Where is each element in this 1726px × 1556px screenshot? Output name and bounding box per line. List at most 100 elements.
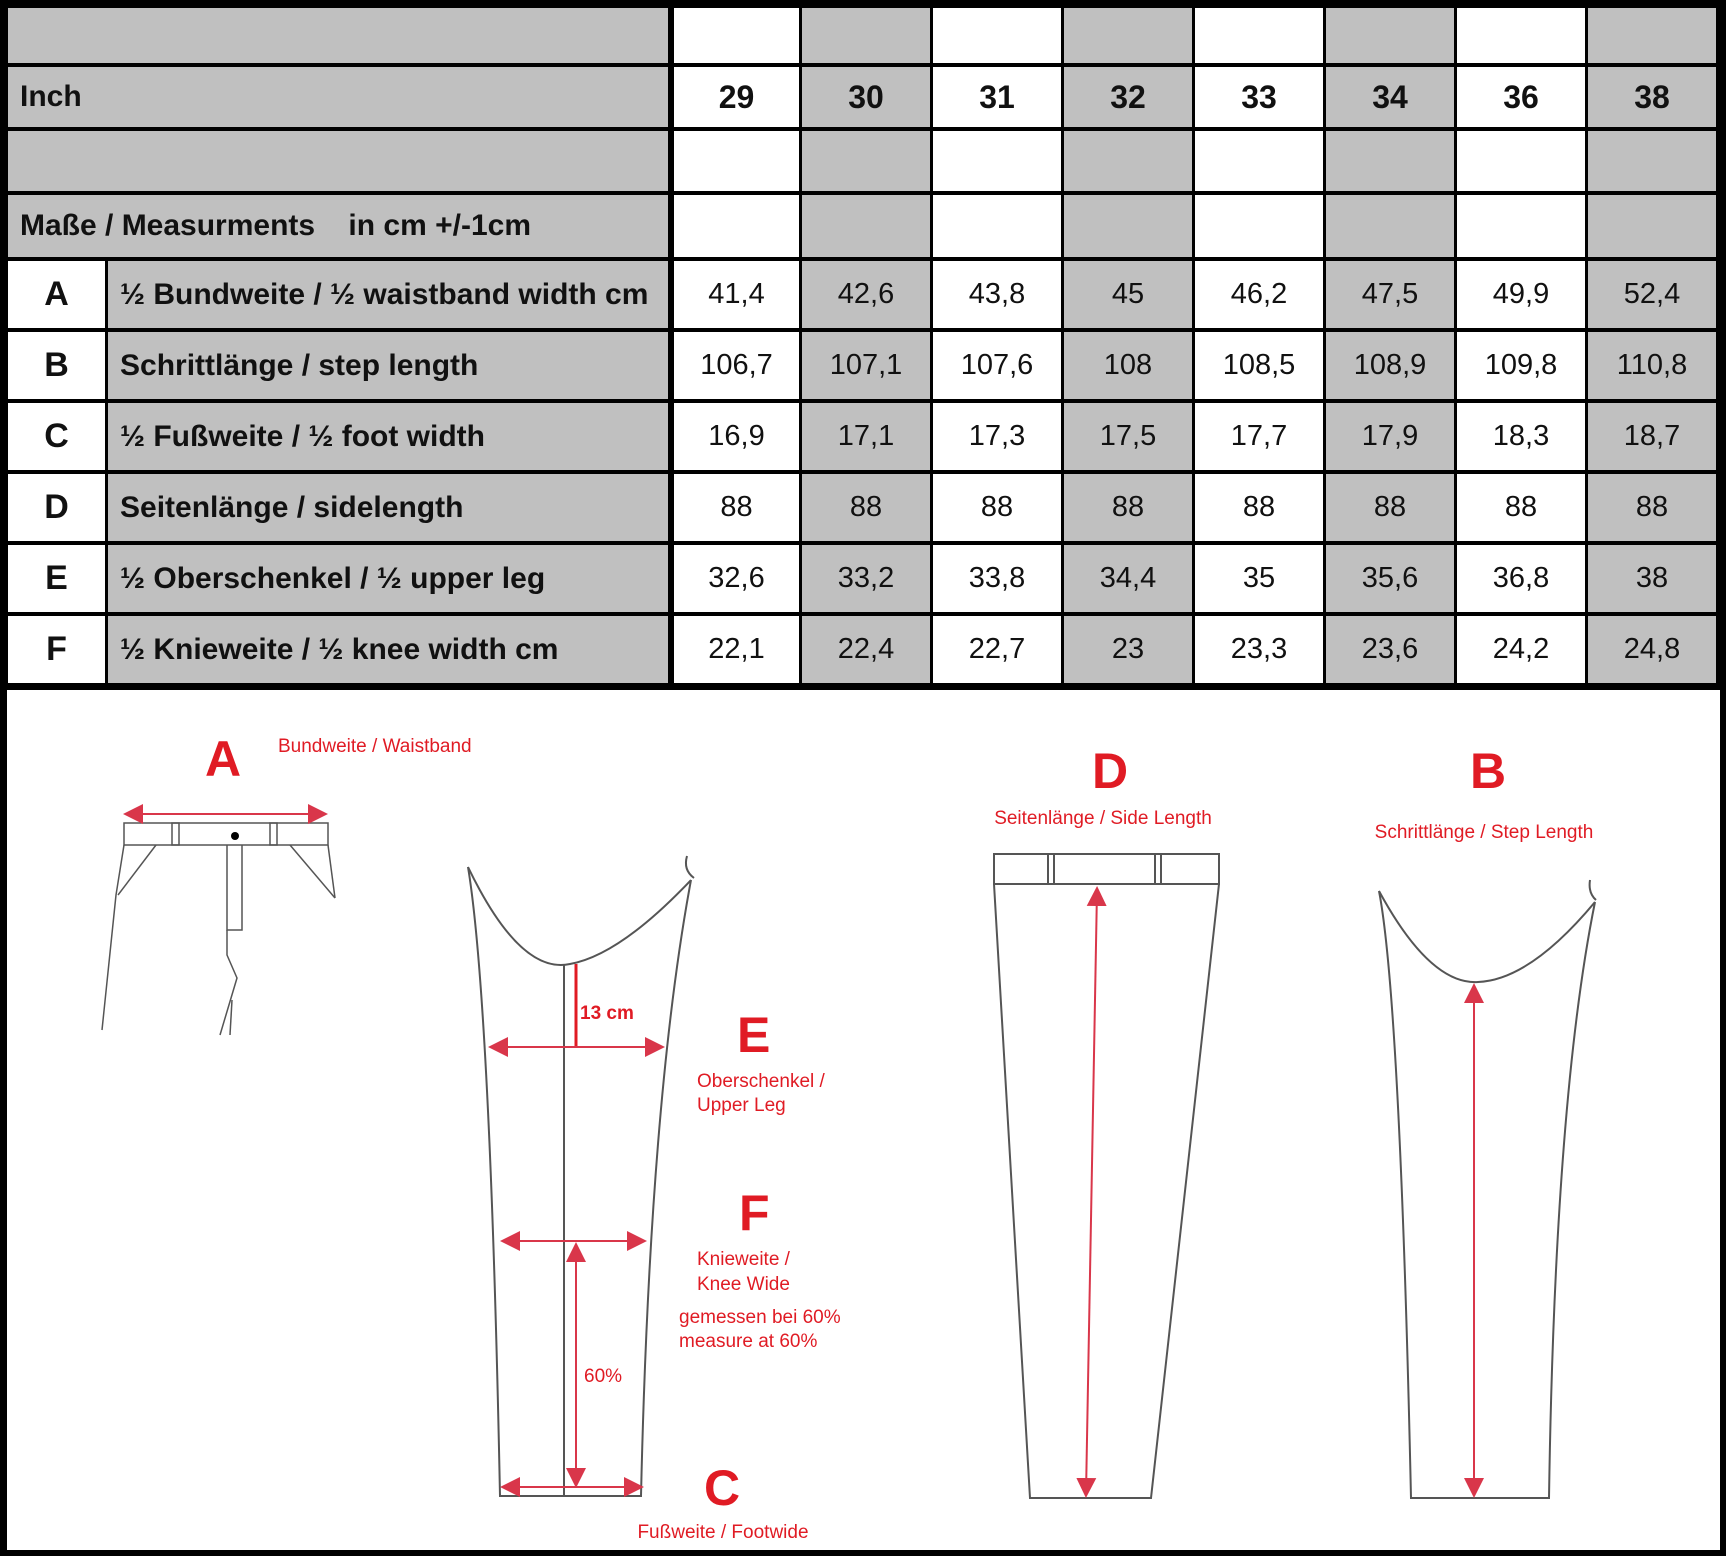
measurement-value: 52,4	[1588, 261, 1716, 328]
measurement-value: 88	[1195, 474, 1323, 541]
header-spacer-label	[8, 131, 668, 191]
upper-leg-label-1: Oberschenkel /	[697, 1071, 826, 1092]
measurement-diagram: A Bundweite / Waistband 13 cm 60% E Ober…	[7, 690, 1720, 1550]
measurement-value: 17,9	[1326, 403, 1454, 470]
measurement-value: 107,6	[933, 332, 1061, 399]
header-spacer-cell	[1326, 8, 1454, 63]
row-label: ½ Oberschenkel / ½ upper leg	[108, 545, 668, 612]
row-letter: D	[8, 474, 105, 541]
header-spacer-cell	[674, 195, 799, 257]
header-spacer-cell	[1588, 195, 1716, 257]
size-header-36: 36	[1457, 67, 1585, 127]
measurement-value: 17,1	[802, 403, 930, 470]
row-letter: E	[8, 545, 105, 612]
header-spacer-cell	[1195, 8, 1323, 63]
leg-sketch-side	[993, 853, 1220, 1499]
measurement-value: 106,7	[674, 332, 799, 399]
header-spacer-cell	[1195, 195, 1323, 257]
measurement-value: 109,8	[1457, 332, 1585, 399]
measurement-value: 108,5	[1195, 332, 1323, 399]
measurement-value: 35,6	[1326, 545, 1454, 612]
measurement-value: 42,6	[802, 261, 930, 328]
measurement-value: 16,9	[674, 403, 799, 470]
knee-percent-label: 60%	[584, 1366, 622, 1387]
leg-sketch-inseam	[1378, 879, 1597, 1499]
side-length-label: Seitenlänge / Side Length	[994, 808, 1212, 829]
header-spacer-cell	[933, 195, 1061, 257]
size-header-33: 33	[1195, 67, 1323, 127]
measurement-value: 107,1	[802, 332, 930, 399]
measurement-value: 47,5	[1326, 261, 1454, 328]
measurement-value: 35	[1195, 545, 1323, 612]
row-letter: A	[8, 261, 105, 328]
header-spacer-cell	[1326, 195, 1454, 257]
header-spacer-cell	[1588, 131, 1716, 191]
measurement-value: 46,2	[1195, 261, 1323, 328]
measurement-value: 108	[1064, 332, 1192, 399]
header-spacer-cell	[933, 131, 1061, 191]
measurement-value: 22,7	[933, 616, 1061, 683]
measurement-value: 45	[1064, 261, 1192, 328]
header-spacer-cell	[1457, 131, 1585, 191]
leg-sketch-1	[467, 855, 695, 1497]
measurement-value: 33,8	[933, 545, 1061, 612]
letter-f: F	[739, 1185, 770, 1241]
measurement-value: 88	[1457, 474, 1585, 541]
row-letter: F	[8, 616, 105, 683]
header-spacer-cell	[1326, 131, 1454, 191]
measurement-value: 23,6	[1326, 616, 1454, 683]
size-header-29: 29	[674, 67, 799, 127]
measurement-value: 108,9	[1326, 332, 1454, 399]
row-letter: C	[8, 403, 105, 470]
header-spacer-cell	[933, 8, 1061, 63]
measurement-value: 34,4	[1064, 545, 1192, 612]
button-dot	[231, 832, 239, 840]
measurement-value: 32,6	[674, 545, 799, 612]
knee-label-2: Knee Wide	[697, 1274, 790, 1295]
measurement-value: 88	[1064, 474, 1192, 541]
measurement-value: 43,8	[933, 261, 1061, 328]
row-letter: B	[8, 332, 105, 399]
measurement-value: 17,5	[1064, 403, 1192, 470]
letter-d: D	[1092, 743, 1128, 799]
knee-note-1: gemessen bei 60%	[679, 1307, 841, 1328]
header-spacer-cell	[802, 8, 930, 63]
size-header-30: 30	[802, 67, 930, 127]
diagram-svg: A Bundweite / Waistband 13 cm 60% E Ober…	[101, 731, 1597, 1543]
crotch-offset-label: 13 cm	[580, 1003, 634, 1024]
upper-leg-label-2: Upper Leg	[697, 1095, 786, 1116]
header-spacer-cell	[1195, 131, 1323, 191]
header-spacer-cell	[1588, 8, 1716, 63]
step-length-label: Schrittlänge / Step Length	[1375, 822, 1594, 843]
row-label: Schrittlänge / step length	[108, 332, 668, 399]
header-spacer-label	[8, 8, 668, 63]
header-spacer-cell	[802, 131, 930, 191]
size-header-34: 34	[1326, 67, 1454, 127]
measurement-value: 17,3	[933, 403, 1061, 470]
size-header-38: 38	[1588, 67, 1716, 127]
measurements-label: Maße / Measurments in cm +/-1cm	[8, 195, 668, 257]
measurement-value: 41,4	[674, 261, 799, 328]
header-spacer-cell	[1064, 195, 1192, 257]
measurement-value: 24,2	[1457, 616, 1585, 683]
measurement-value: 17,7	[1195, 403, 1323, 470]
header-spacer-cell	[1457, 8, 1585, 63]
side-length-arrow	[1076, 886, 1107, 1498]
knee-note-2: measure at 60%	[679, 1331, 817, 1352]
measurement-value: 88	[802, 474, 930, 541]
header-spacer-cell	[1064, 8, 1192, 63]
measurement-value: 18,3	[1457, 403, 1585, 470]
header-spacer-cell	[802, 195, 930, 257]
measurement-value: 36,8	[1457, 545, 1585, 612]
waistband-label: Bundweite / Waistband	[278, 736, 472, 757]
measurement-value: 24,8	[1588, 616, 1716, 683]
measurement-value: 22,1	[674, 616, 799, 683]
header-spacer-cell	[674, 8, 799, 63]
header-spacer-cell	[1064, 131, 1192, 191]
measurement-value: 110,8	[1588, 332, 1716, 399]
size-header-32: 32	[1064, 67, 1192, 127]
letter-b: B	[1470, 743, 1506, 799]
header-spacer-cell	[1457, 195, 1585, 257]
inch-label: Inch	[8, 67, 668, 127]
